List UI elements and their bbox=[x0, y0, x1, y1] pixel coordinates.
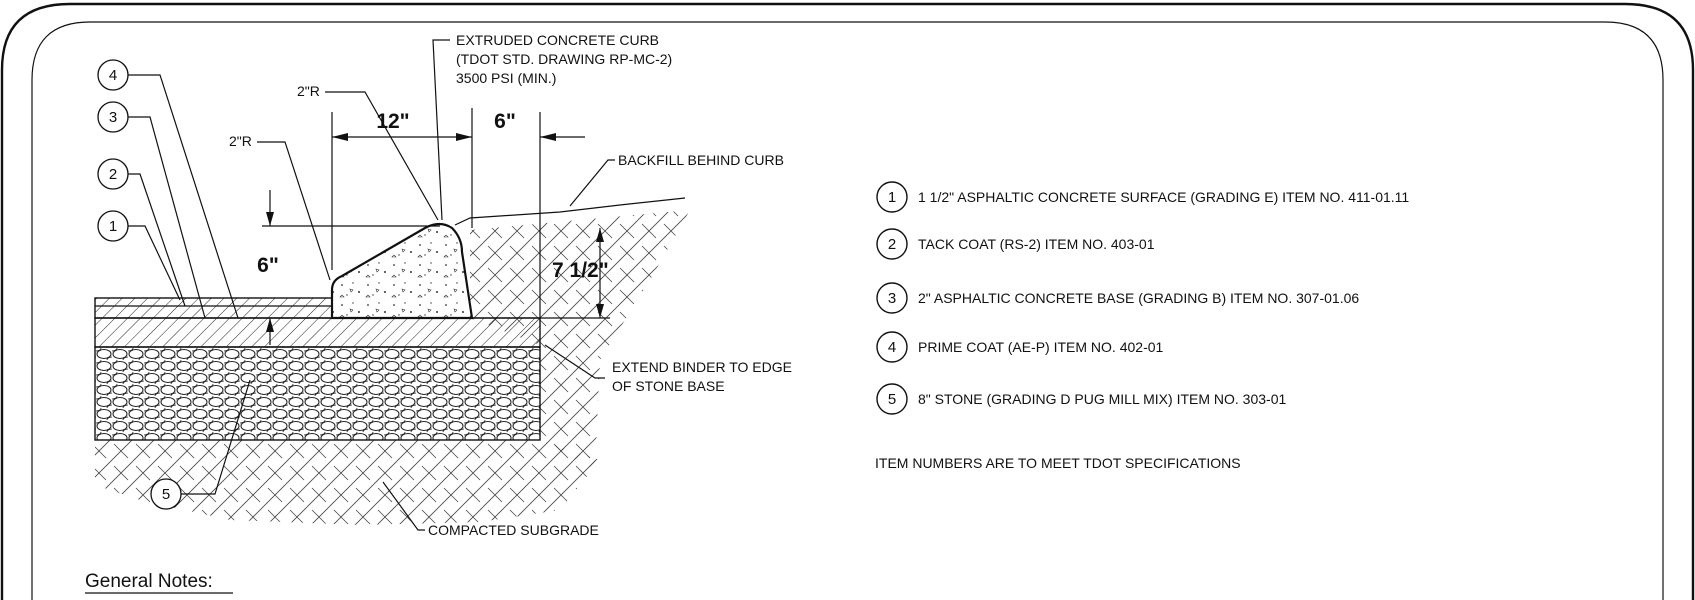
stone-base-layer bbox=[94, 346, 541, 441]
curb-callout-line1: EXTRUDED CONCRETE CURB bbox=[456, 32, 659, 48]
svg-text:4: 4 bbox=[888, 339, 896, 356]
layer-marker-4: 4 bbox=[97, 59, 239, 319]
asphalt-surface-layer bbox=[94, 297, 333, 319]
curb-leader bbox=[432, 39, 450, 221]
svg-text:2: 2 bbox=[888, 236, 896, 253]
legend-item-4: 4 PRIME COAT (AE-P) ITEM NO. 402-01 bbox=[876, 331, 1164, 363]
svg-text:2: 2 bbox=[109, 166, 117, 183]
svg-text:4: 4 bbox=[109, 67, 117, 84]
dim-arrows-12 bbox=[332, 133, 472, 141]
radius-callout-top: 2"R bbox=[297, 83, 320, 99]
legend-footer: ITEM NUMBERS ARE TO MEET TDOT SPECIFICAT… bbox=[875, 455, 1241, 471]
curb-callout-line3: 3500 PSI (MIN.) bbox=[456, 70, 556, 86]
svg-text:3: 3 bbox=[109, 109, 117, 126]
legend-item-3: 3 2" ASPHALTIC CONCRETE BASE (GRADING B)… bbox=[876, 282, 1359, 314]
backfill-callout: BACKFILL BEHIND CURB bbox=[618, 152, 784, 168]
dim-arrow-top bbox=[266, 212, 274, 226]
sheet-border-inner bbox=[31, 21, 1664, 600]
radius-left-leader bbox=[257, 141, 331, 281]
general-notes-heading: General Notes: bbox=[85, 571, 213, 592]
layer-marker-2: 2 bbox=[97, 158, 186, 307]
dim-arrow-6 bbox=[540, 133, 556, 141]
svg-text:3: 3 bbox=[888, 290, 896, 307]
legend-item-2: 2 TACK COAT (RS-2) ITEM NO. 403-01 bbox=[876, 228, 1155, 260]
radius-callout-left: 2"R bbox=[229, 133, 252, 149]
backfill-ground-line bbox=[454, 197, 686, 226]
svg-text:1: 1 bbox=[888, 189, 896, 206]
binder-leader bbox=[544, 344, 605, 379]
asphalt-base-layer bbox=[94, 317, 541, 348]
svg-text:1 1/2" ASPHALTIC CONCRETE SURF: 1 1/2" ASPHALTIC CONCRETE SURFACE (GRADI… bbox=[918, 189, 1409, 205]
svg-text:TACK COAT (RS-2) ITEM NO. 403-: TACK COAT (RS-2) ITEM NO. 403-01 bbox=[918, 236, 1155, 252]
svg-text:PRIME COAT (AE-P) ITEM NO. 402: PRIME COAT (AE-P) ITEM NO. 402-01 bbox=[918, 339, 1164, 355]
layer-marker-3: 3 bbox=[97, 101, 206, 319]
binder-callout-line1: EXTEND BINDER TO EDGE bbox=[612, 359, 792, 375]
svg-text:5: 5 bbox=[162, 486, 170, 503]
layer-marker-5: 5 bbox=[150, 379, 251, 510]
subgrade-callout: COMPACTED SUBGRADE bbox=[428, 522, 599, 538]
radius-top-leader bbox=[325, 91, 439, 221]
backfill-leader bbox=[569, 159, 615, 207]
dim-arrow-bottom bbox=[266, 318, 274, 332]
backfill-earth-hatch bbox=[470, 210, 690, 470]
svg-text:1: 1 bbox=[109, 218, 117, 235]
dim-back-width: 6" bbox=[494, 110, 516, 133]
svg-text:8" STONE (GRADING D PUG MILL M: 8" STONE (GRADING D PUG MILL MIX) ITEM N… bbox=[918, 391, 1286, 407]
layer-marker-1: 1 bbox=[97, 210, 181, 301]
dim-curb-height: 6" bbox=[257, 254, 279, 277]
compacted-subgrade-hatch bbox=[95, 440, 600, 525]
dim-back-height: 7 1/2" bbox=[552, 259, 609, 282]
curb-callout-line2: (TDOT STD. DRAWING RP-MC-2) bbox=[456, 51, 672, 67]
binder-callout-line2: OF STONE BASE bbox=[612, 378, 725, 394]
legend-item-5: 5 8" STONE (GRADING D PUG MILL MIX) ITEM… bbox=[876, 383, 1286, 415]
subgrade-leader bbox=[382, 481, 425, 531]
legend-item-1: 1 1 1/2" ASPHALTIC CONCRETE SURFACE (GRA… bbox=[876, 181, 1409, 213]
svg-text:2" ASPHALTIC CONCRETE BASE (GR: 2" ASPHALTIC CONCRETE BASE (GRADING B) I… bbox=[918, 290, 1359, 306]
svg-text:5: 5 bbox=[888, 391, 896, 408]
concrete-curb bbox=[330, 222, 474, 320]
